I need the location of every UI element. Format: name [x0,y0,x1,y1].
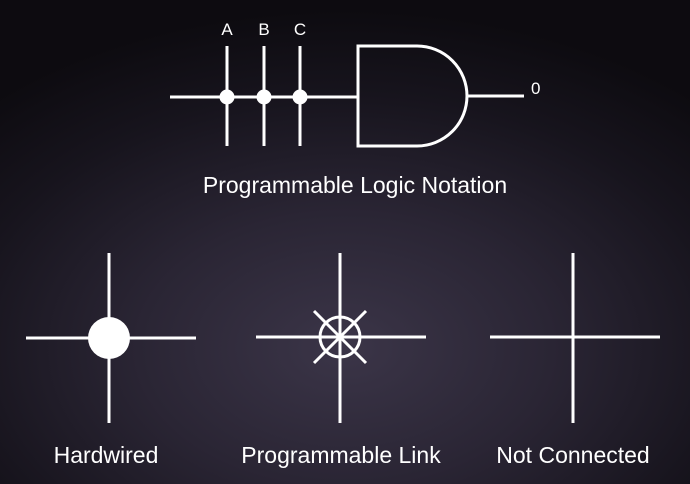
diagram-title: Programmable Logic Notation [202,172,508,198]
not-connected-caption: Not Connected [496,442,650,468]
hardwired-dot-c [292,89,308,105]
programmable-link-symbol [256,253,426,423]
link-cross-diagonal-2 [312,309,368,365]
input-label-c: C [293,20,307,39]
hardwired-junction-dot [88,317,130,359]
and-gate-body [356,44,469,148]
not-connected-symbol [490,253,660,423]
hardwired-symbol [26,253,196,423]
input-label-a: A [221,20,233,39]
hardwired-dot-a [219,89,235,105]
input-connection-dots [219,89,308,105]
programmable-link-caption: Programmable Link [241,442,441,468]
link-ring [318,315,362,359]
output-label: 0 [531,79,541,98]
hardwired-caption: Hardwired [53,442,159,468]
input-label-b: B [258,20,270,39]
hardwired-dot-b [256,89,272,105]
